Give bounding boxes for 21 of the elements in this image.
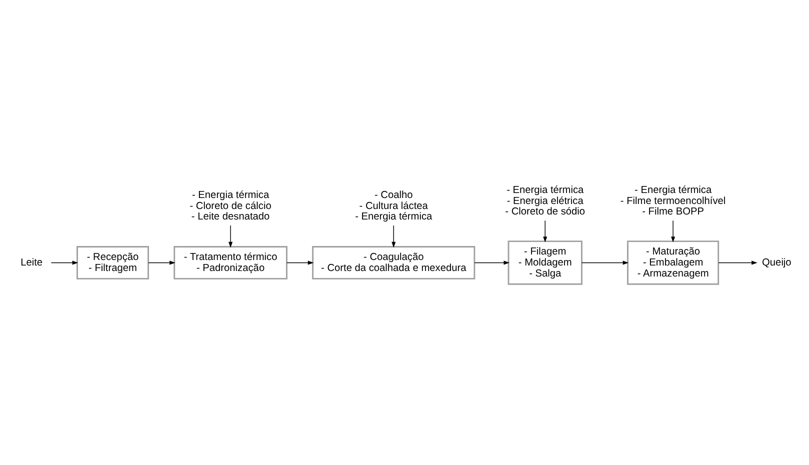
node-text: Leite (20, 256, 43, 268)
node-box: - Tratamento térmico - Padronização (174, 246, 288, 279)
arrow (392, 224, 396, 248)
arrow (474, 260, 510, 264)
node-text: Queijo (762, 256, 792, 268)
arrow (286, 260, 314, 264)
node-text: - Energia térmica - Energia elétrica - Cloreto de sódio (505, 184, 586, 218)
node-text: - Energia térmica - Filme termoencolhível - Filme BOPP (620, 184, 726, 218)
arrow (543, 220, 548, 242)
node-box: - Coagulação - Corte da coalhada e mexedura (312, 246, 476, 279)
arrow (50, 260, 78, 264)
arrow (228, 224, 233, 248)
arrow (581, 260, 629, 264)
node-box: - Filagem - Moldagem - Salga (508, 240, 582, 284)
node-text: - Coalho - Cultura láctea - Energia térmica (355, 189, 432, 222)
node-box: - Recepção - Filtragem (76, 246, 149, 279)
node-box: - Maturação - Embalagem - Armazenagem (627, 240, 720, 284)
arrow (148, 260, 176, 264)
arrow (718, 260, 758, 264)
node-text: - Energia térmica - Cloreto de cálcio - Leite desnatado (190, 189, 272, 222)
arrow (671, 220, 676, 242)
